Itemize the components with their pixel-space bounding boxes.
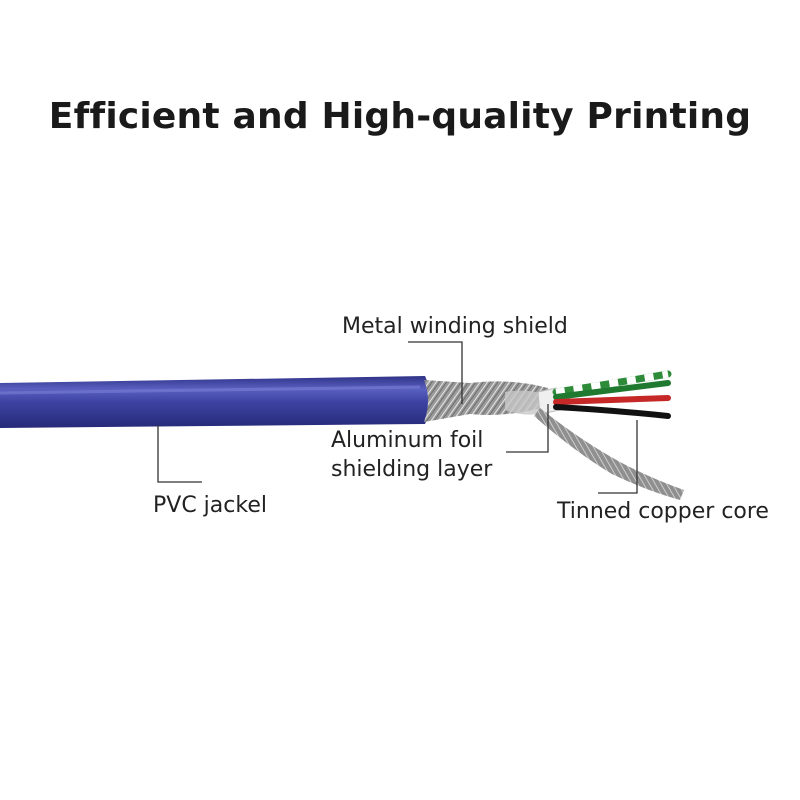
leader-lines: [157, 341, 638, 494]
label-tinned-copper-core: Tinned copper core: [557, 499, 769, 524]
insulated-wires: [552, 370, 672, 419]
label-pvc-jacket: PVC jackel: [153, 493, 267, 518]
page-title: Efficient and High-quality Printing: [48, 96, 752, 137]
metal-winding-shield: [424, 380, 552, 422]
label-aluminum-foil: Aluminum foil shielding layer: [331, 426, 492, 484]
tinned-copper-strand: [534, 408, 684, 500]
leader-metal-shield: [408, 341, 463, 404]
label-metal-winding-shield: Metal winding shield: [342, 314, 568, 339]
label-aluminum-foil-line2: shielding layer: [331, 457, 493, 482]
leader-aluminum-foil: [506, 404, 549, 453]
label-aluminum-foil-line1: Aluminum foil: [331, 428, 484, 453]
leader-pvc-jacket: [157, 425, 202, 483]
pvc-jacket: [0, 376, 431, 428]
leader-tinned-copper: [598, 420, 638, 494]
